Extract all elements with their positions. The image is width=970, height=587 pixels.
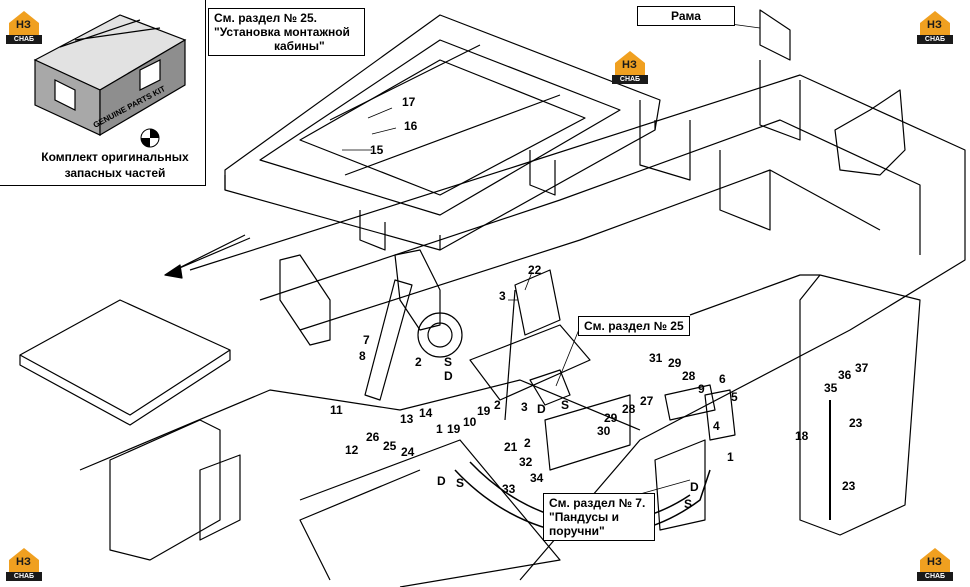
callout-Sb: S: [561, 398, 570, 412]
control-lever-assembly: [469, 324, 591, 401]
cab-ref-line2: "Установка монтажной: [214, 25, 350, 39]
callout-22: 22: [528, 263, 542, 277]
callout-34: 34: [530, 471, 544, 485]
callout-26: 26: [366, 430, 380, 444]
ramps-reference: См. раздел № 7. "Пандусы и поручни": [543, 493, 655, 541]
callout-3: 3: [499, 289, 506, 303]
callout-24: 24: [401, 445, 415, 459]
step-bracket: [544, 394, 631, 471]
ramps-ref-line1: См. раздел № 7.: [549, 496, 646, 510]
callout-8: 8: [359, 349, 366, 363]
callout-21: 21: [504, 440, 518, 454]
callout-Dd: D: [690, 480, 699, 494]
callout-30: 30: [597, 424, 611, 438]
callout-2: 2: [415, 355, 422, 369]
brand-logo-center: НЗ СНАБ: [612, 48, 648, 84]
callout-36: 36: [838, 368, 852, 382]
callout-9: 9: [698, 382, 705, 396]
logo-text: СНАБ: [6, 35, 42, 44]
logo-letters: НЗ: [16, 19, 31, 31]
callout-4: 4: [713, 419, 720, 433]
callout-Dc: D: [437, 474, 446, 488]
cab-ref-line3: кабины": [274, 39, 325, 53]
callout-29b: 29: [604, 411, 618, 425]
callout-2b: 2: [494, 398, 501, 412]
main-frame: [189, 74, 966, 581]
callout-23: 23: [849, 416, 863, 430]
brand-logo-bottom-right: НЗ СНАБ: [917, 545, 953, 581]
callout-14: 14: [419, 406, 433, 420]
callout-11: 11: [330, 403, 343, 417]
callout-5: 5: [731, 390, 738, 404]
hydraulic-cylinder: [364, 279, 413, 401]
house-icon: [9, 548, 39, 572]
logo-text: СНАБ: [612, 75, 648, 84]
logo-letters: НЗ: [16, 556, 31, 568]
ramps-ref-line3: поручни": [549, 524, 605, 538]
callout-1b: 1: [727, 450, 734, 464]
callout-19: 19: [477, 404, 491, 418]
house-icon: [920, 11, 950, 35]
callout-3b: 3: [521, 400, 528, 414]
cab-ref-line1: См. раздел № 25.: [214, 11, 317, 25]
callout-28: 28: [682, 369, 696, 383]
callout-Sd: S: [684, 497, 693, 511]
callout-12: 12: [345, 443, 359, 457]
logo-letters: НЗ: [927, 556, 942, 568]
section25-reference: См. раздел № 25: [578, 316, 690, 336]
house-icon: [9, 11, 39, 35]
callout-16: 16: [404, 119, 418, 133]
house-icon: [615, 51, 645, 75]
ramps-ref-line2: "Пандусы и: [549, 510, 620, 524]
callout-Db: D: [537, 402, 546, 416]
logo-text: СНАБ: [917, 572, 953, 581]
callout-D: D: [444, 369, 453, 383]
callout-35: 35: [824, 381, 838, 395]
cab-mount-reference: См. раздел № 25. "Установка монтажной ка…: [208, 8, 365, 56]
callout-13: 13: [400, 412, 414, 426]
mount-box: [704, 389, 736, 441]
callout-27: 27: [640, 394, 654, 408]
logo-text: СНАБ: [917, 35, 953, 44]
callout-32: 32: [519, 455, 533, 469]
callout-23b: 23: [842, 479, 856, 493]
callout-29: 29: [668, 356, 682, 370]
callout-7: 7: [363, 333, 370, 347]
parts-kit-box-illustration: GENUINE PARTS KIT: [33, 14, 187, 148]
left-platform: [19, 299, 231, 416]
callout-37: 37: [855, 361, 869, 375]
callout-10: 10: [463, 415, 477, 429]
callout-S: S: [444, 355, 453, 369]
callout-2c: 2: [524, 436, 531, 450]
callout-19b: 19: [447, 422, 461, 436]
logo-text: СНАБ: [6, 572, 42, 581]
brand-logo-top-left: НЗ СНАБ: [6, 8, 42, 44]
callout-33: 33: [502, 482, 516, 496]
kit-caption: Комплект оригинальных запасных частей: [30, 149, 200, 181]
frame-label: Рама: [637, 6, 735, 26]
brand-logo-top-right: НЗ СНАБ: [917, 8, 953, 44]
kit-caption-line1: Комплект оригинальных: [41, 150, 189, 164]
callout-31: 31: [649, 351, 663, 365]
logo-letters: НЗ: [927, 19, 942, 31]
brand-logo-bottom-left: НЗ СНАБ: [6, 545, 42, 581]
callout-17: 17: [402, 95, 416, 109]
callout-Sc: S: [456, 476, 465, 490]
callout-15: 15: [370, 143, 384, 157]
house-icon: [920, 548, 950, 572]
callout-6: 6: [719, 372, 726, 386]
callout-18: 18: [795, 429, 809, 443]
callout-25: 25: [383, 439, 397, 453]
kit-caption-line2: запасных частей: [64, 166, 166, 180]
logo-letters: НЗ: [622, 59, 637, 71]
callout-28b: 28: [622, 402, 636, 416]
callout-1: 1: [436, 422, 443, 436]
right-frame-block: [799, 274, 921, 536]
